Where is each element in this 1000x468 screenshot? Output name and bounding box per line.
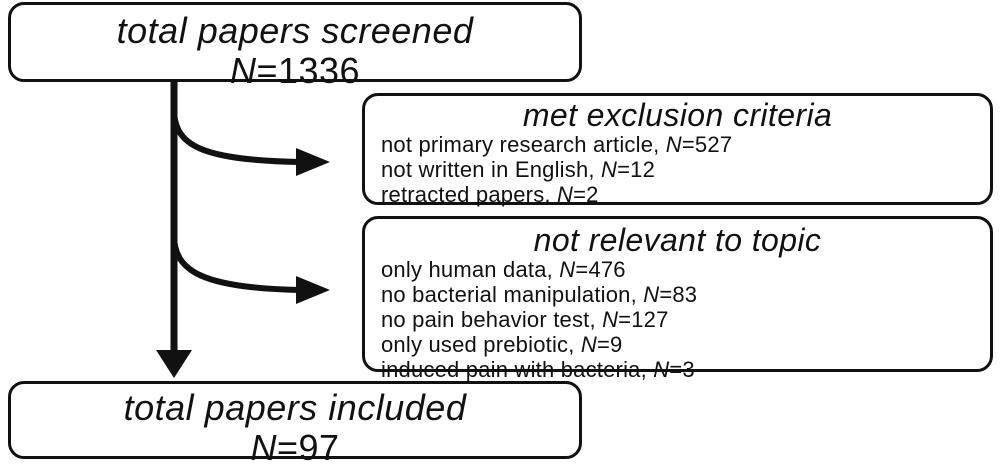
relevance-item: only used prebiotic, N=9 bbox=[381, 332, 990, 357]
not-relevant-title: not relevant to topic bbox=[533, 222, 822, 258]
relevance-item-text: no bacterial manipulation, bbox=[381, 282, 644, 307]
relevance-item: no pain behavior test, N=127 bbox=[381, 307, 990, 332]
relevance-branch-arrow bbox=[171, 237, 301, 293]
main-flow-arrowhead bbox=[156, 350, 192, 378]
n-value: =2 bbox=[573, 182, 599, 207]
relevance-item-text: no pain behavior test, bbox=[381, 307, 603, 332]
exclusion-criteria-box: met exclusion criteria not primary resea… bbox=[362, 93, 993, 207]
n-symbol: N bbox=[665, 132, 682, 157]
total-screened-title: total papers screened bbox=[116, 10, 474, 51]
exclusion-item: not primary research article, N=527 bbox=[381, 132, 990, 157]
total-included-count: N=97 bbox=[11, 428, 579, 468]
n-value: =83 bbox=[659, 282, 698, 307]
exclusion-item-text: not primary research article, bbox=[381, 132, 666, 157]
relevance-item-text: only human data, bbox=[381, 257, 560, 282]
n-symbol: N bbox=[559, 257, 576, 282]
n-value: =527 bbox=[681, 132, 733, 157]
n-value: =127 bbox=[618, 307, 669, 332]
n-value: =3 bbox=[669, 357, 695, 382]
total-screened-box: total papers screened N=1336 bbox=[8, 2, 582, 91]
relevance-item: no bacterial manipulation, N=83 bbox=[381, 282, 990, 307]
n-symbol: N bbox=[643, 282, 660, 307]
exclusion-item-text: retracted papers, bbox=[381, 182, 558, 207]
n-symbol: N bbox=[653, 357, 670, 382]
exclusion-branch-arrow bbox=[171, 111, 301, 165]
n-symbol: N bbox=[557, 182, 574, 207]
relevance-item-text: induced pain with bacteria, bbox=[381, 357, 654, 382]
n-symbol: N bbox=[602, 307, 619, 332]
exclusion-item: retracted papers, N=2 bbox=[381, 182, 990, 207]
n-value: =12 bbox=[617, 157, 656, 182]
n-value: =97 bbox=[276, 427, 340, 468]
relevance-item-text: only used prebiotic, bbox=[381, 332, 581, 357]
n-value: =476 bbox=[575, 257, 626, 282]
n-symbol: N bbox=[250, 427, 277, 468]
relevance-branch-arrowhead bbox=[296, 276, 330, 304]
total-included-title: total papers included bbox=[123, 387, 467, 428]
n-value: =1336 bbox=[256, 50, 361, 91]
exclusion-criteria-title: met exclusion criteria bbox=[522, 97, 833, 133]
relevance-item: only human data, N=476 bbox=[381, 257, 990, 282]
not-relevant-box: not relevant to topic only human data, N… bbox=[362, 216, 993, 382]
exclusion-branch-arrowhead bbox=[296, 148, 330, 176]
n-symbol: N bbox=[229, 50, 257, 91]
n-symbol: N bbox=[580, 332, 597, 357]
n-symbol: N bbox=[601, 157, 618, 182]
exclusion-item: not written in English, N=12 bbox=[381, 157, 990, 182]
total-included-box: total papers included N=97 bbox=[8, 381, 582, 468]
exclusion-item-text: not written in English, bbox=[381, 157, 602, 182]
total-screened-count: N=1336 bbox=[11, 51, 579, 91]
relevance-item: induced pain with bacteria, N=3 bbox=[381, 357, 990, 382]
n-value: =9 bbox=[596, 332, 623, 357]
